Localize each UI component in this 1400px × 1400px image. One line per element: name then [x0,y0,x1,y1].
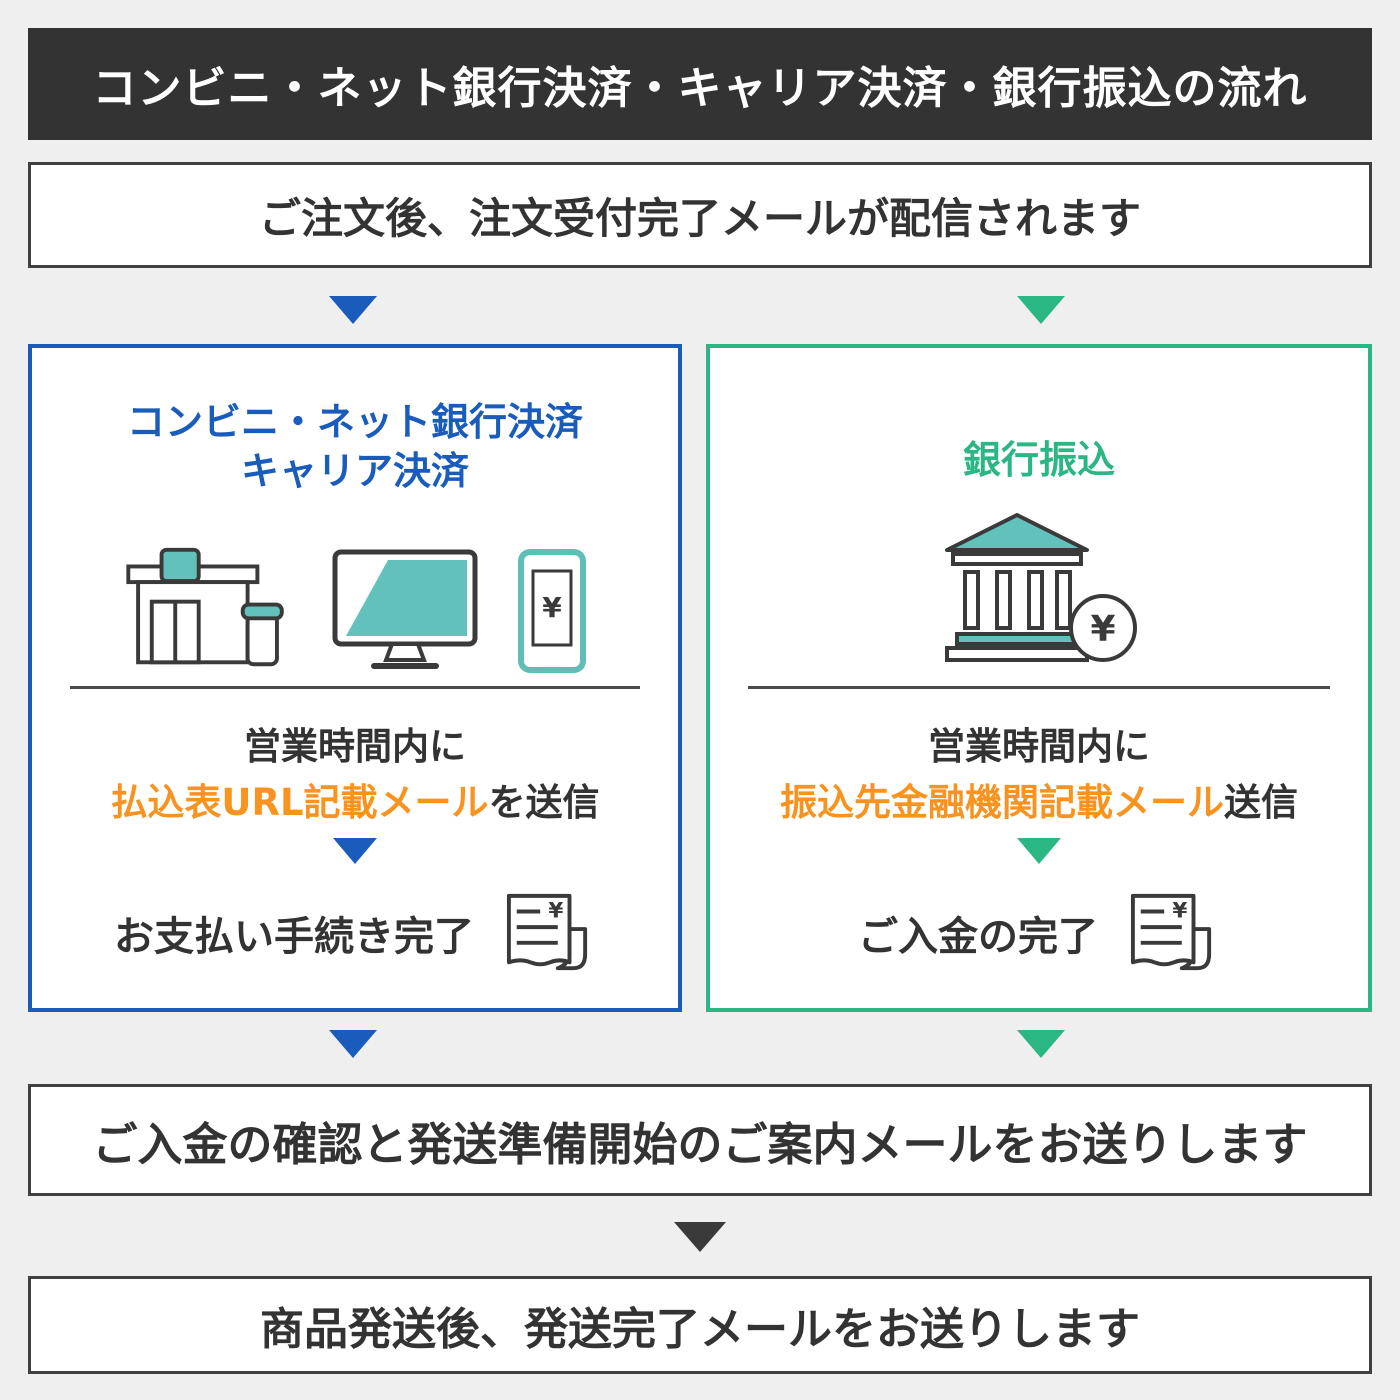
right-panel-icons: ¥ [710,510,1368,675]
yen-glyph: ¥ [1090,609,1115,650]
right-panel-divider [748,686,1330,689]
right-send-line2: 振込先金融機関記載メール送信 [710,772,1368,826]
left-send-highlight: 払込表URL記載メール [110,781,489,824]
smartphone-icon: ¥ [516,547,588,675]
right-send-suffix: 送信 [1224,781,1298,824]
left-send-line2: 払込表URL記載メールを送信 [32,772,678,826]
down-arrow-dark [674,1222,726,1252]
left-done-row: お支払い手続き完了 ¥ [32,890,678,976]
right-send-line1: 営業時間内に [928,725,1150,768]
left-inner-down-arrow [333,838,377,864]
right-done-label: ご入金の完了 [858,914,1098,960]
receipt-icon: ¥ [500,890,596,976]
left-payment-panel: コンビニ・ネット銀行決済 キャリア決済 [28,344,682,1012]
down-arrow-green [1017,296,1065,324]
yen-glyph: ¥ [542,591,562,624]
left-panel-divider [70,686,640,689]
down-arrow-blue [329,296,377,324]
left-panel-title: コンビニ・ネット銀行決済 キャリア決済 [32,398,678,497]
step-payment-confirmed: ご入金の確認と発送準備開始のご案内メールをお送りします [28,1084,1372,1196]
yen-glyph: ¥ [1172,898,1187,923]
left-send-suffix: を送信 [488,781,600,824]
step-order-received: ご注文後、注文受付完了メールが配信されます [28,162,1372,268]
convenience-store-icon [122,543,294,675]
desktop-monitor-icon [330,547,480,675]
left-panel-title-line1: コンビニ・ネット銀行決済 [126,400,583,444]
receipt-icon: ¥ [1124,890,1220,976]
right-panel-title: 銀行振込 [962,438,1115,482]
bank-building-icon: ¥ [937,510,1142,675]
down-arrow-green [1017,1030,1065,1058]
right-payment-panel: 銀行振込 ¥ 営業時間 [706,344,1372,1012]
left-done-label: お支払い手続き完了 [114,914,474,960]
left-panel-icons: ¥ [32,510,678,675]
left-send-line1: 営業時間内に [244,725,466,768]
right-inner-down-arrow [1017,838,1061,864]
step-shipped: 商品発送後、発送完了メールをお送りします [28,1276,1372,1374]
yen-coin-icon: ¥ [1068,594,1137,662]
left-panel-title-line2: キャリア決済 [240,449,469,494]
down-arrow-blue [329,1030,377,1058]
right-send-highlight: 振込先金融機関記載メール [780,781,1224,824]
yen-glyph: ¥ [548,898,563,923]
page-title: コンビニ・ネット銀行決済・キャリア決済・銀行振込の流れ [28,28,1372,140]
right-done-row: ご入金の完了 ¥ [710,890,1368,976]
